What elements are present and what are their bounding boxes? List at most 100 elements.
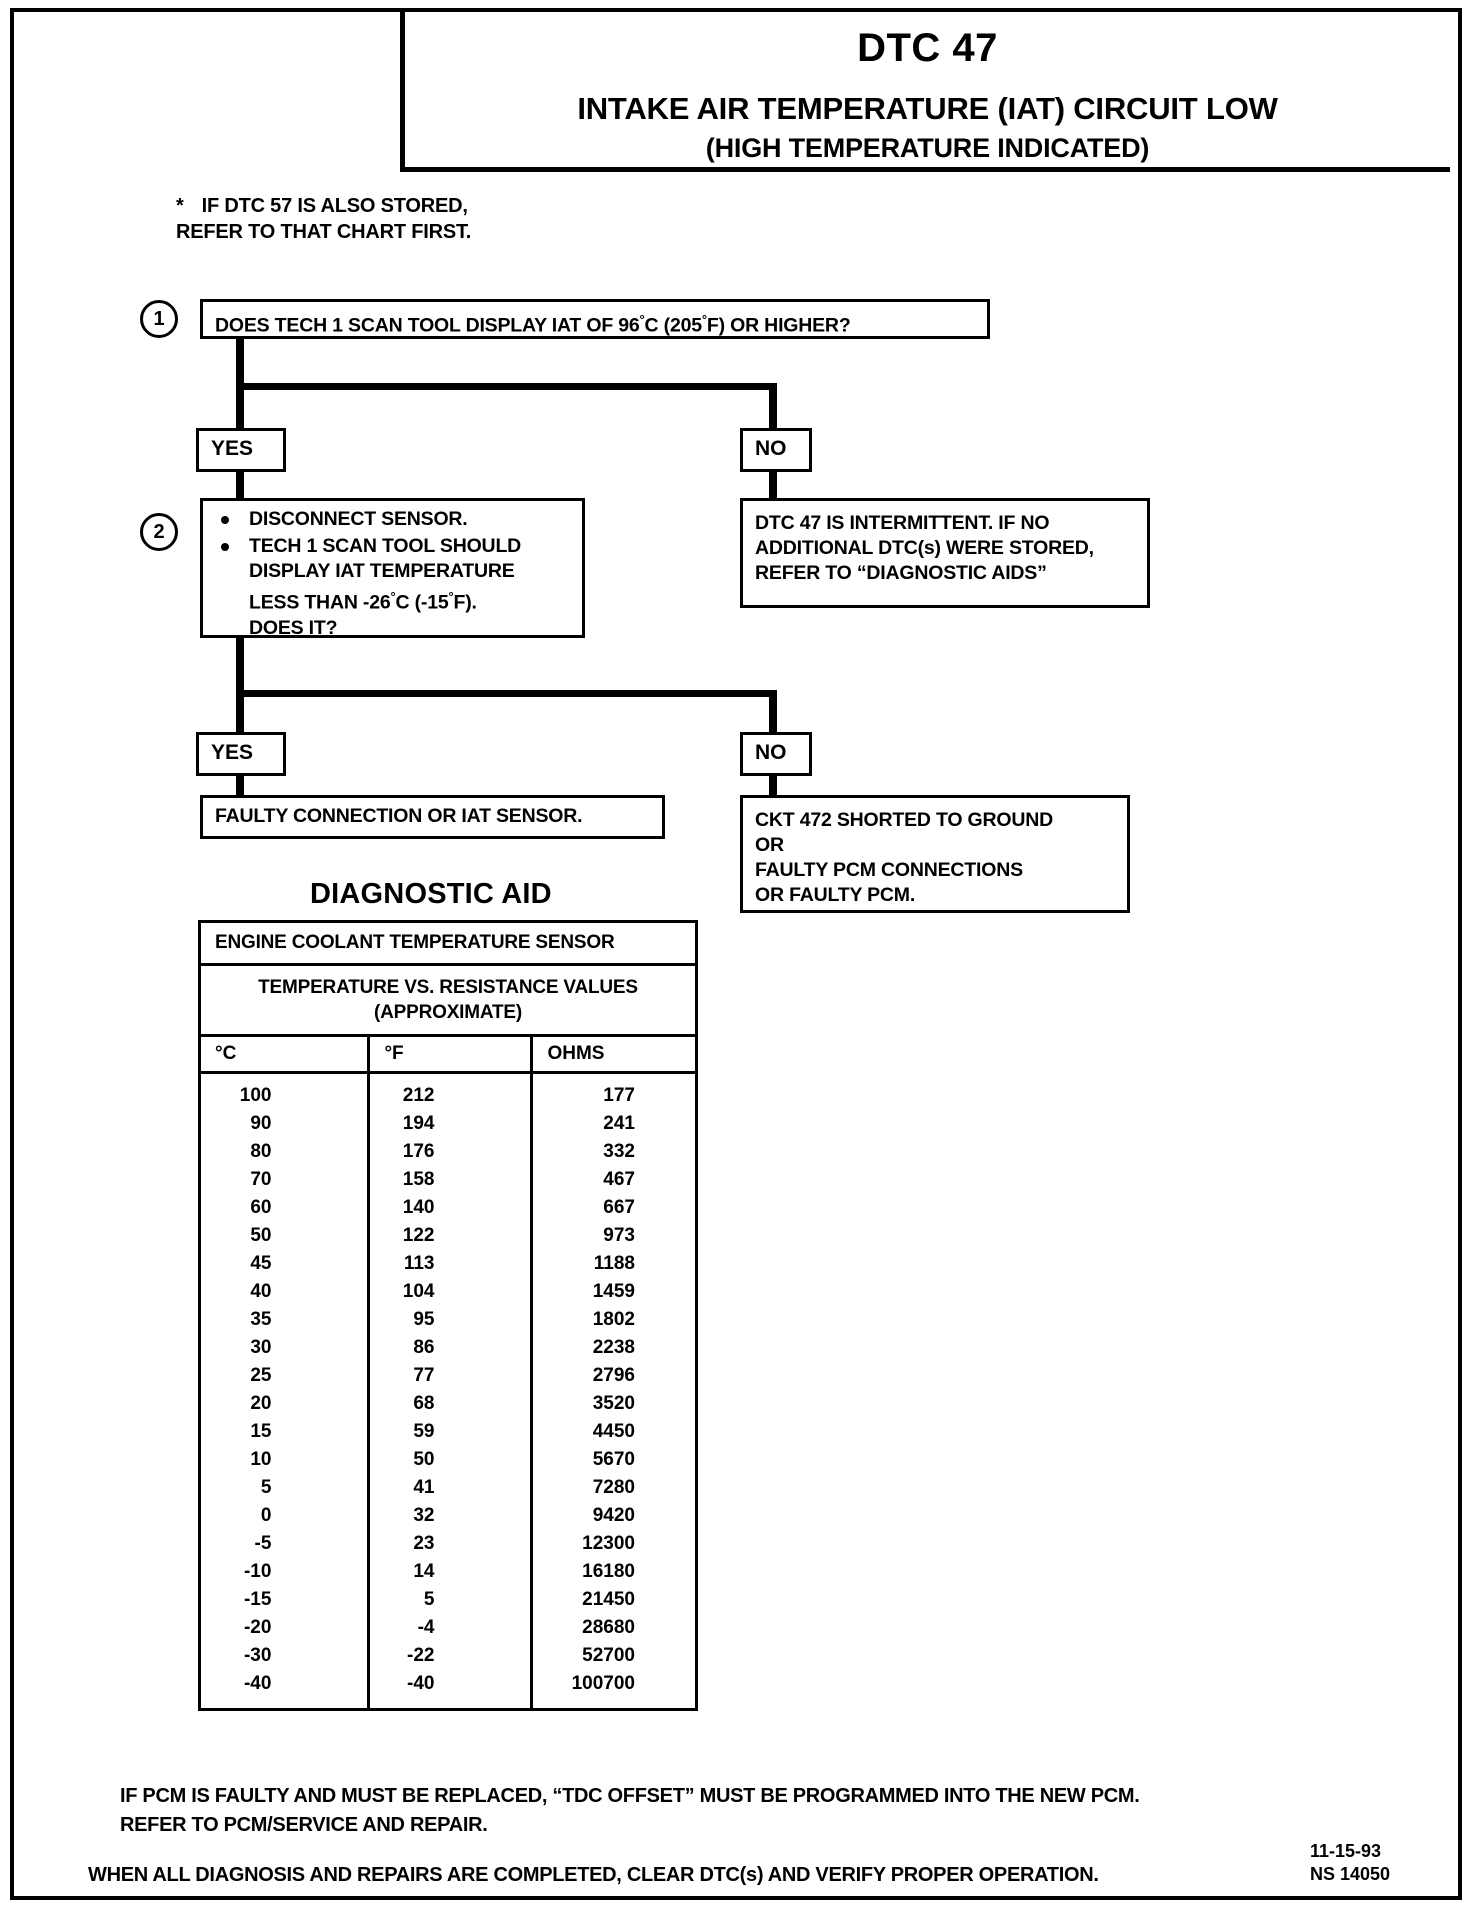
table-cell-f: -22	[368, 1642, 534, 1670]
table-cell-c: 60	[201, 1194, 371, 1222]
table-cell-ohms: 4450	[592, 1421, 635, 1442]
table-cell-f: 113	[368, 1250, 534, 1278]
table-subtitle: TEMPERATURE VS. RESISTANCE VALUES (APPRO…	[201, 966, 695, 1037]
degree-icon-f1: °	[701, 312, 707, 327]
step-number-1: 1	[140, 300, 178, 338]
page-border	[10, 8, 1462, 1900]
table-cell-ohms: 28680	[582, 1617, 635, 1638]
table-cell-f: 140	[368, 1194, 534, 1222]
connector-step1-horizontal	[236, 383, 776, 390]
table-cell-c: 15	[201, 1418, 371, 1446]
table-cell-c: 20	[201, 1390, 371, 1418]
table-cell-f: -40	[368, 1670, 534, 1708]
table-cell-f: 86	[368, 1334, 534, 1362]
footnote-reference: *IF DTC 57 IS ALSO STORED, REFER TO THAT…	[176, 193, 796, 245]
step-number-2: 2	[140, 513, 178, 551]
table-subtitle-line-2: (APPROXIMATE)	[374, 1002, 522, 1023]
footer-note-pcm: IF PCM IS FAULTY AND MUST BE REPLACED, “…	[120, 1782, 1360, 1840]
table-cell-ohms: 7280	[592, 1477, 635, 1498]
table-cell-f: 194	[368, 1110, 534, 1138]
table-cell-f: 59	[368, 1418, 534, 1446]
table-subtitle-line-1: TEMPERATURE VS. RESISTANCE VALUES	[258, 977, 638, 998]
table-cell-c: 100	[201, 1072, 371, 1110]
table-cell-ohms: 1188	[593, 1253, 635, 1274]
branch-no-2: NO	[740, 732, 812, 776]
table-cell-ohms: 973	[603, 1225, 635, 1246]
table-row: -40-40 100700	[201, 1670, 695, 1708]
document-number: NS 14050	[1310, 1864, 1391, 1884]
diagnostic-aid-heading: DIAGNOSTIC AID	[310, 878, 552, 910]
degree-icon-c2: °	[390, 589, 396, 604]
branch-yes-1: YES	[196, 428, 286, 472]
table-cell-f: 95	[368, 1306, 534, 1334]
table-cell-c: 30	[201, 1334, 371, 1362]
table-cell-f: 41	[368, 1474, 534, 1502]
connector-no2-down	[769, 774, 777, 798]
table-cell-ohms: 177	[603, 1085, 635, 1106]
table-cell-c: -15	[201, 1586, 371, 1614]
footer-note-verify: WHEN ALL DIAGNOSIS AND REPAIRS ARE COMPL…	[88, 1864, 1099, 1886]
table-cell-f: 176	[368, 1138, 534, 1166]
table-header-row: °C °F OHMS	[201, 1037, 695, 1074]
step-1-question-box: DOES TECH 1 SCAN TOOL DISPLAY IAT OF 96°…	[200, 299, 990, 339]
table-cell-c: 25	[201, 1362, 371, 1390]
step-2-bullet-1: DISCONNECT SENSOR.	[215, 507, 572, 532]
table-cell-ohms: 3520	[592, 1393, 635, 1414]
step-2-bullet-2-line-3: LESS THAN -26°C (-15°F).	[249, 584, 572, 616]
column-header-celsius: °C	[201, 1037, 371, 1074]
document-date: 11-15-93	[1310, 1841, 1382, 1861]
table-cell-c: -30	[201, 1642, 371, 1670]
step-1-question-part1: DOES TECH 1 SCAN TOOL DISPLAY IAT OF 96	[215, 314, 640, 337]
table-cell-c: 10	[201, 1446, 371, 1474]
connector-step1-to-yes	[236, 383, 244, 431]
step-1-question-part3: F) OR HIGHER?	[706, 314, 851, 337]
connector-step2-down	[236, 637, 244, 697]
table-cell-f: 212	[368, 1072, 534, 1110]
table-cell-c: -40	[201, 1670, 371, 1708]
dtc-title: INTAKE AIR TEMPERATURE (IAT) CIRCUIT LOW	[577, 91, 1278, 126]
no-result-2-line-2: OR	[755, 834, 784, 856]
no-branch-final-result: CKT 472 SHORTED TO GROUND OR FAULTY PCM …	[740, 795, 1130, 913]
no-result-2-line-3: FAULTY PCM CONNECTIONS	[755, 859, 1023, 881]
table-cell-f: 14	[368, 1558, 534, 1586]
degree-icon-f2: °	[448, 589, 454, 604]
table-cell-c: 35	[201, 1306, 371, 1334]
table-cell-f: 77	[368, 1362, 534, 1390]
temperature-resistance-table: ENGINE COOLANT TEMPERATURE SENSOR TEMPER…	[198, 920, 698, 1711]
branch-no-1: NO	[740, 428, 812, 472]
table-cell-ohms: 100700	[571, 1673, 635, 1694]
footnote-text-2: REFER TO THAT CHART FIRST.	[176, 221, 472, 243]
step-2-bullet-list: DISCONNECT SENSOR. TECH 1 SCAN TOOL SHOU…	[215, 507, 572, 641]
branch-yes-2: YES	[196, 732, 286, 776]
no-result-1-line-3: REFER TO “DIAGNOSTIC AIDS”	[755, 562, 1047, 584]
table-cell-c: 40	[201, 1278, 371, 1306]
connector-step2-to-yes	[236, 690, 244, 734]
table-cell-ohms: 467	[603, 1169, 635, 1190]
table-cell-f: -4	[368, 1614, 534, 1642]
table-cell-f: 122	[368, 1222, 534, 1250]
table-cell-c: 50	[201, 1222, 371, 1250]
table-cell-ohms: 21450	[582, 1589, 635, 1610]
column-header-ohms: OHMS	[531, 1037, 695, 1074]
table-cell-f: 32	[368, 1502, 534, 1530]
table-cell-f: 23	[368, 1530, 534, 1558]
table-cell-c: 5	[201, 1474, 371, 1502]
connector-yes2-down	[236, 774, 244, 798]
degree-icon-c1: °	[639, 312, 645, 327]
step-2-bullet-2-line-1: TECH 1 SCAN TOOL SHOULD	[249, 535, 522, 557]
no-branch-1-result-box: DTC 47 IS INTERMITTENT. IF NO ADDITIONAL…	[740, 498, 1150, 608]
no-result-1-line-1: DTC 47 IS INTERMITTENT. IF NO	[755, 512, 1050, 534]
column-header-fahrenheit: °F	[368, 1037, 534, 1074]
